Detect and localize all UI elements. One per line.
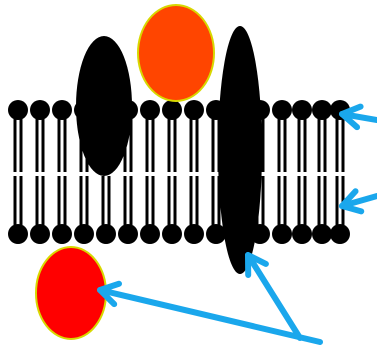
lipid-head-bottom <box>312 224 332 244</box>
lipid-head-top <box>292 100 312 120</box>
lipid-head-top <box>272 100 292 120</box>
lipid-head-bottom <box>96 224 116 244</box>
lipid-head-bottom <box>74 224 94 244</box>
lipid-head-bottom <box>272 224 292 244</box>
lipid-head-top <box>312 100 332 120</box>
lipid-head-top <box>184 100 204 120</box>
pointer-arrows <box>97 103 377 345</box>
lipid-head-top <box>30 100 50 120</box>
lipid-head-bottom <box>292 224 312 244</box>
peripheral-protein-top <box>137 4 215 102</box>
lipid-head-bottom <box>330 224 350 244</box>
lipid-head-bottom <box>30 224 50 244</box>
lipid-head-bottom <box>162 224 182 244</box>
lipid-head-bottom <box>118 224 138 244</box>
lipid-head-bottom <box>184 224 204 244</box>
lipid-head-top <box>162 100 182 120</box>
arrow-to-lipid-head <box>339 103 377 131</box>
lipid-head-bottom <box>140 224 160 244</box>
lipid-head-bottom <box>8 224 28 244</box>
lipid-head-top <box>8 100 28 120</box>
lipid-head-bottom <box>206 224 226 244</box>
arrow-to-peripheral-protein-bottom <box>97 280 323 345</box>
integral-protein-transmembrane <box>218 26 262 274</box>
arrow-to-integral-protein <box>245 252 303 341</box>
arrow-to-lipid-tails <box>339 188 377 215</box>
peripheral-protein-bottom <box>35 246 107 340</box>
lipid-head-top <box>140 100 160 120</box>
lipid-head-bottom <box>52 224 72 244</box>
integral-protein-embedded <box>76 36 132 176</box>
lipid-head-top <box>52 100 72 120</box>
